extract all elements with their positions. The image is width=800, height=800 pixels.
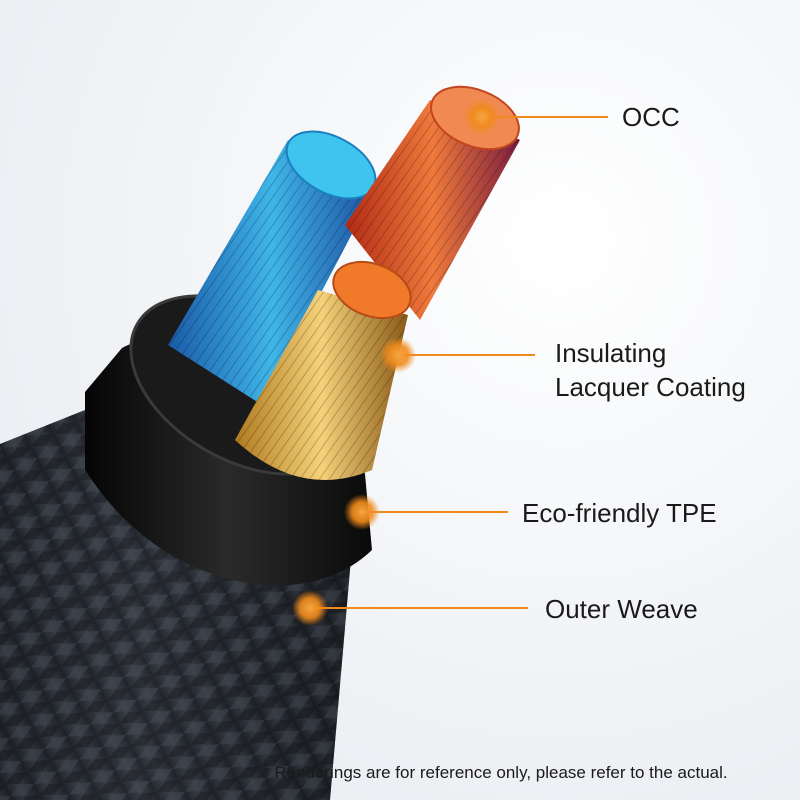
label-lacquer-line2: Lacquer Coating xyxy=(555,372,746,402)
copper-conductor xyxy=(345,85,520,320)
label-occ-text: OCC xyxy=(622,102,680,132)
label-tpe-text: Eco-friendly TPE xyxy=(522,498,717,528)
callout-lacquer xyxy=(380,337,535,373)
callout-weave xyxy=(292,590,528,626)
gold-conductor xyxy=(235,260,412,480)
label-insulating-lacquer: Insulating Lacquer Coating xyxy=(555,336,746,404)
callout-marker-weave xyxy=(292,590,328,626)
callout-marker-tpe xyxy=(344,494,380,530)
blue-conductor xyxy=(168,130,377,405)
callout-marker-occ xyxy=(464,99,500,135)
label-weave-text: Outer Weave xyxy=(545,594,698,624)
disclaimer-note: * Renderings are for reference only, ple… xyxy=(263,763,728,782)
callout-marker-lacquer xyxy=(380,337,416,373)
callout-tpe xyxy=(344,494,508,530)
callout-occ xyxy=(464,99,608,135)
label-outer-weave: Outer Weave xyxy=(545,592,698,626)
label-eco-friendly-tpe: Eco-friendly TPE xyxy=(522,496,717,530)
label-occ: OCC xyxy=(622,100,680,134)
label-lacquer-line1: Insulating xyxy=(555,338,667,368)
